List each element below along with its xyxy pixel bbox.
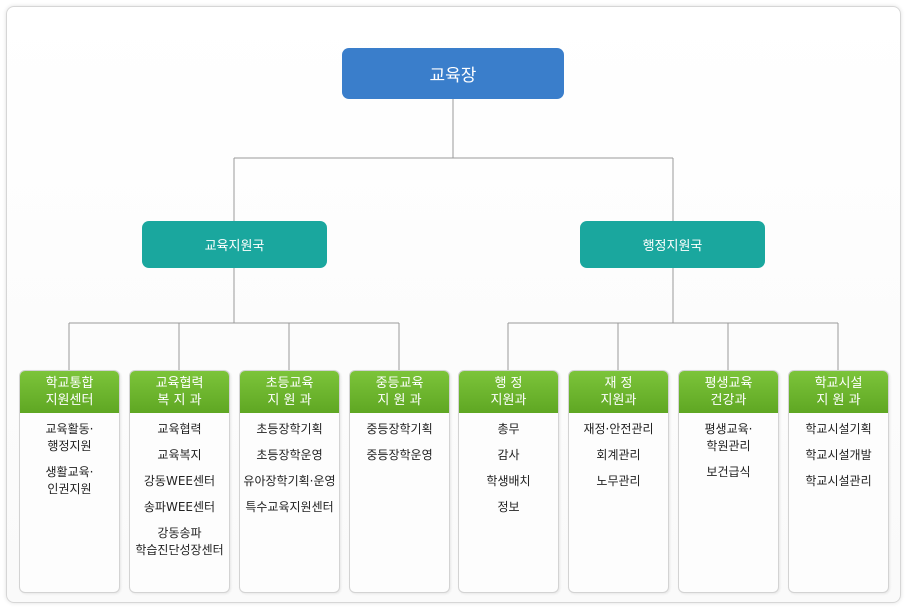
education-support-bureau-box: 교육지원국 (142, 221, 327, 268)
department-title: 교육협력 복 지 과 (155, 376, 204, 408)
department-item: 교육협력 (157, 422, 202, 436)
department-item: 학교시설관리 (805, 474, 872, 488)
department-title: 재 정 지원과 (600, 376, 637, 408)
department-header: 재 정 지원과 (569, 371, 668, 413)
department-item: 회계관리 (596, 448, 641, 462)
department-item: 유아장학기획·운영 (243, 474, 336, 488)
superintendent-label: 교육장 (429, 66, 477, 86)
department-title: 평생교육 건강과 (704, 376, 753, 408)
department-item: 중등장학기획 (366, 422, 433, 436)
department-title: 초등교육 지 원 과 (265, 376, 314, 408)
department-item: 총무 (497, 422, 520, 436)
department-header: 행 정 지원과 (459, 371, 558, 413)
department-item: 강동송파 학습진단성장센터 (135, 526, 224, 557)
department-item: 학교시설기획 (805, 422, 872, 436)
department-header: 초등교육 지 원 과 (240, 371, 339, 413)
department-item: 교육활동· 행정지원 (45, 422, 94, 453)
department-title: 행 정 지원과 (490, 376, 527, 408)
department-item: 노무관리 (596, 474, 641, 488)
department-title: 학교시설 지 원 과 (814, 376, 863, 408)
department-header: 학교통합 지원센터 (20, 371, 119, 413)
department-item: 송파WEE센터 (143, 500, 216, 514)
department-item: 학생배치 (486, 474, 531, 488)
department-title: 중등교육 지 원 과 (375, 376, 424, 408)
department-item: 교육복지 (157, 448, 202, 462)
department-item: 정보 (497, 500, 520, 514)
department-header: 중등교육 지 원 과 (350, 371, 449, 413)
department-item: 초등장학기획 (256, 422, 323, 436)
department-item: 평생교육· 학원관리 (704, 422, 753, 453)
superintendent-box: 교육장 (342, 48, 564, 99)
department-item: 보건급식 (706, 465, 751, 479)
department-item: 생활교육· 인권지원 (45, 465, 94, 496)
department-item: 중등장학운영 (366, 448, 433, 462)
department-item: 초등장학운영 (256, 448, 323, 462)
department-header: 학교시설 지 원 과 (789, 371, 888, 413)
department-item: 학교시설개발 (805, 448, 872, 462)
bureau-label: 행정지원국 (642, 239, 703, 254)
department-header: 교육협력 복 지 과 (130, 371, 229, 413)
administrative-support-bureau-box: 행정지원국 (580, 221, 765, 268)
department-title: 학교통합 지원센터 (45, 376, 94, 408)
bureau-label: 교육지원국 (204, 239, 265, 254)
department-header: 평생교육 건강과 (679, 371, 778, 413)
department-item: 감사 (497, 448, 520, 462)
department-item: 강동WEE센터 (143, 474, 216, 488)
department-item: 재정·안전관리 (583, 422, 654, 436)
department-item: 특수교육지원센터 (245, 500, 334, 514)
